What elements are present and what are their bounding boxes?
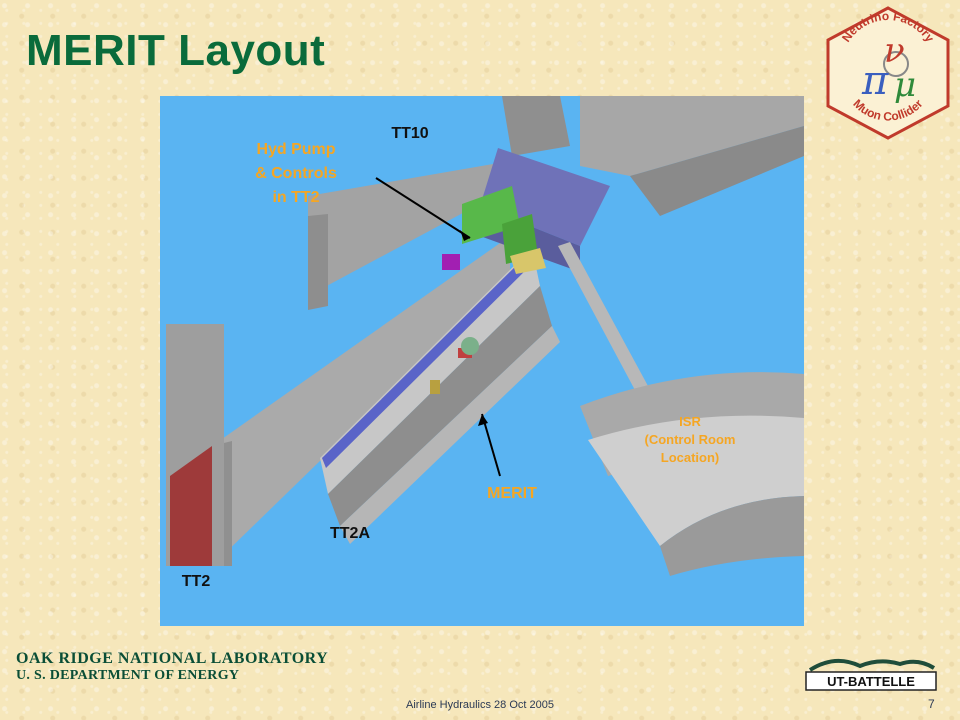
label-isr-line1: ISR xyxy=(679,414,701,429)
label-hyd-line2: & Controls xyxy=(255,165,337,182)
label-merit: MERIT xyxy=(487,485,537,502)
ut-battelle-logo: UT-BATTELLE xyxy=(805,658,937,691)
label-hyd-line1: Hyd Pump xyxy=(256,141,335,158)
label-tt10: TT10 xyxy=(391,125,428,142)
page-number: 7 xyxy=(928,697,935,711)
label-isr-line2: (Control Room xyxy=(645,432,736,447)
footer-org-line1: OAK RIDGE NATIONAL LABORATORY xyxy=(16,650,329,667)
neutrino-factory-logo: Neutrino Factory Muon Collider π ν μ xyxy=(826,6,950,140)
ut-battelle-text: UT-BATTELLE xyxy=(827,674,915,689)
label-tt2a: TT2A xyxy=(330,525,370,542)
svg-text:μ: μ xyxy=(894,65,916,105)
footer-caption: Airline Hydraulics 28 Oct 2005 xyxy=(406,699,554,711)
label-tt2: TT2 xyxy=(182,573,211,590)
footer-organization: OAK RIDGE NATIONAL LABORATORY U. S. DEPA… xyxy=(16,650,328,684)
svg-text:ν: ν xyxy=(884,31,905,71)
footer-org-line2: U. S. DEPARTMENT OF ENERGY xyxy=(16,668,240,684)
slide-title: MERIT Layout xyxy=(26,26,326,75)
label-isr-line3: Location) xyxy=(661,450,720,465)
tunnel-layout-figure: TT10 Hyd Pump & Controls in TT2 ISR (Con… xyxy=(160,96,804,626)
svg-text:π: π xyxy=(861,58,889,104)
label-hyd-line3: in TT2 xyxy=(272,189,319,206)
